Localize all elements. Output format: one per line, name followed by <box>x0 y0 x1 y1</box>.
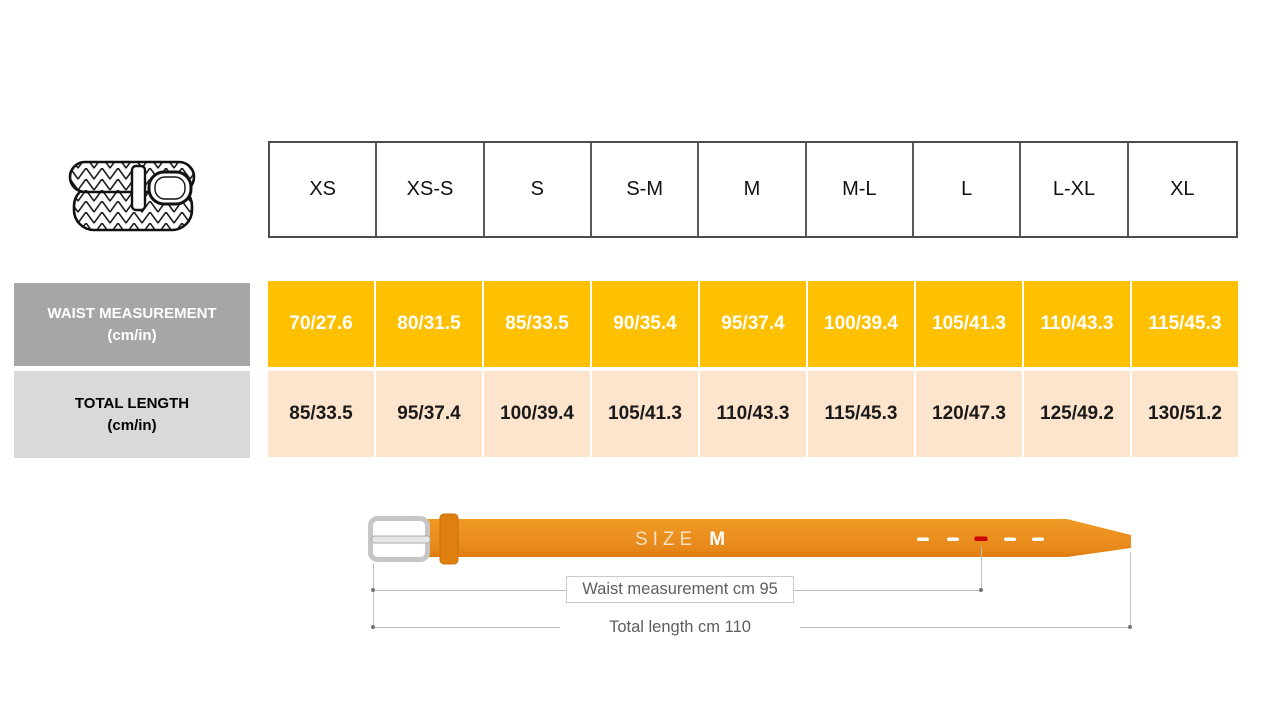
size-header-cell: S-M <box>592 143 700 236</box>
length-value-cell: 105/41.3 <box>592 371 698 457</box>
belt-hole <box>947 537 959 541</box>
waist-value-cell: 100/39.4 <box>808 281 914 367</box>
waist-value-cell: 70/27.6 <box>268 281 374 367</box>
waist-value-cell: 80/31.5 <box>376 281 482 367</box>
belt-strap <box>427 519 1067 557</box>
waist-annotation-text: Waist measurement cm 95 <box>582 580 778 598</box>
guide-line-hole <box>981 547 982 591</box>
waist-measurement-row-label: WAIST MEASUREMENT (cm/in) <box>14 283 250 366</box>
dimension-endpoint <box>1128 625 1132 629</box>
belt-tip <box>1067 519 1131 557</box>
size-header-cell: XL <box>1170 178 1195 200</box>
length-value-cell: 110/43.3 <box>700 371 806 457</box>
belt-keeper <box>439 513 459 565</box>
waist-value-cell: 85/33.5 <box>484 281 590 367</box>
size-header-cell: L-XL <box>1021 143 1129 236</box>
guide-line-buckle <box>373 563 374 628</box>
dimension-endpoint <box>979 588 983 592</box>
dimension-endpoint <box>371 625 375 629</box>
waist-value-cell: 90/35.4 <box>592 281 698 367</box>
length-value-cell: 115/45.3 <box>808 371 914 457</box>
braided-belt-icon <box>68 160 196 232</box>
length-value-cell: 125/49.2 <box>1024 371 1130 457</box>
waist-label-line1: WAIST MEASUREMENT <box>47 304 217 322</box>
size-header-cell: M-L <box>807 143 914 236</box>
belt-hole <box>1004 537 1016 541</box>
length-value-cell: 100/39.4 <box>484 371 590 457</box>
length-label-line1: TOTAL LENGTH <box>74 394 190 412</box>
belt-hole-selected <box>974 536 988 541</box>
size-header-cell: L <box>914 143 1022 236</box>
waist-annotation-box: Waist measurement cm 95 <box>566 576 794 603</box>
total-length-row-label: TOTAL LENGTH (cm/in) <box>14 371 250 458</box>
waist-value-cell: 110/43.3 <box>1024 281 1130 367</box>
size-header-cell: M <box>699 143 807 236</box>
length-value-cell: 130/51.2 <box>1132 371 1238 457</box>
waist-value-cell: 115/45.3 <box>1132 281 1238 367</box>
belt-hole <box>1032 537 1044 541</box>
total-annotation-label: Total length cm 110 <box>560 613 800 641</box>
size-header-cell: XS <box>270 143 378 236</box>
length-value-cell: 120/47.3 <box>916 371 1022 457</box>
belt-hole <box>917 537 929 541</box>
waist-value-cell: 95/37.4 <box>700 281 806 367</box>
buckle-prong <box>371 535 431 544</box>
waist-label-line2: (cm/in) <box>107 326 157 344</box>
length-value-cell: 95/37.4 <box>376 371 482 457</box>
total-annotation-text: Total length cm 110 <box>609 617 751 636</box>
size-header-cell: S <box>485 143 592 236</box>
dimension-endpoint <box>371 588 375 592</box>
belt-diagram <box>368 513 1131 565</box>
size-header-cell: XS-S <box>377 143 485 236</box>
waist-value-cell: 105/41.3 <box>916 281 1022 367</box>
guide-line-tip <box>1130 552 1131 628</box>
length-label-line2: (cm/in) <box>107 416 157 434</box>
length-value-cell: 85/33.5 <box>268 371 374 457</box>
